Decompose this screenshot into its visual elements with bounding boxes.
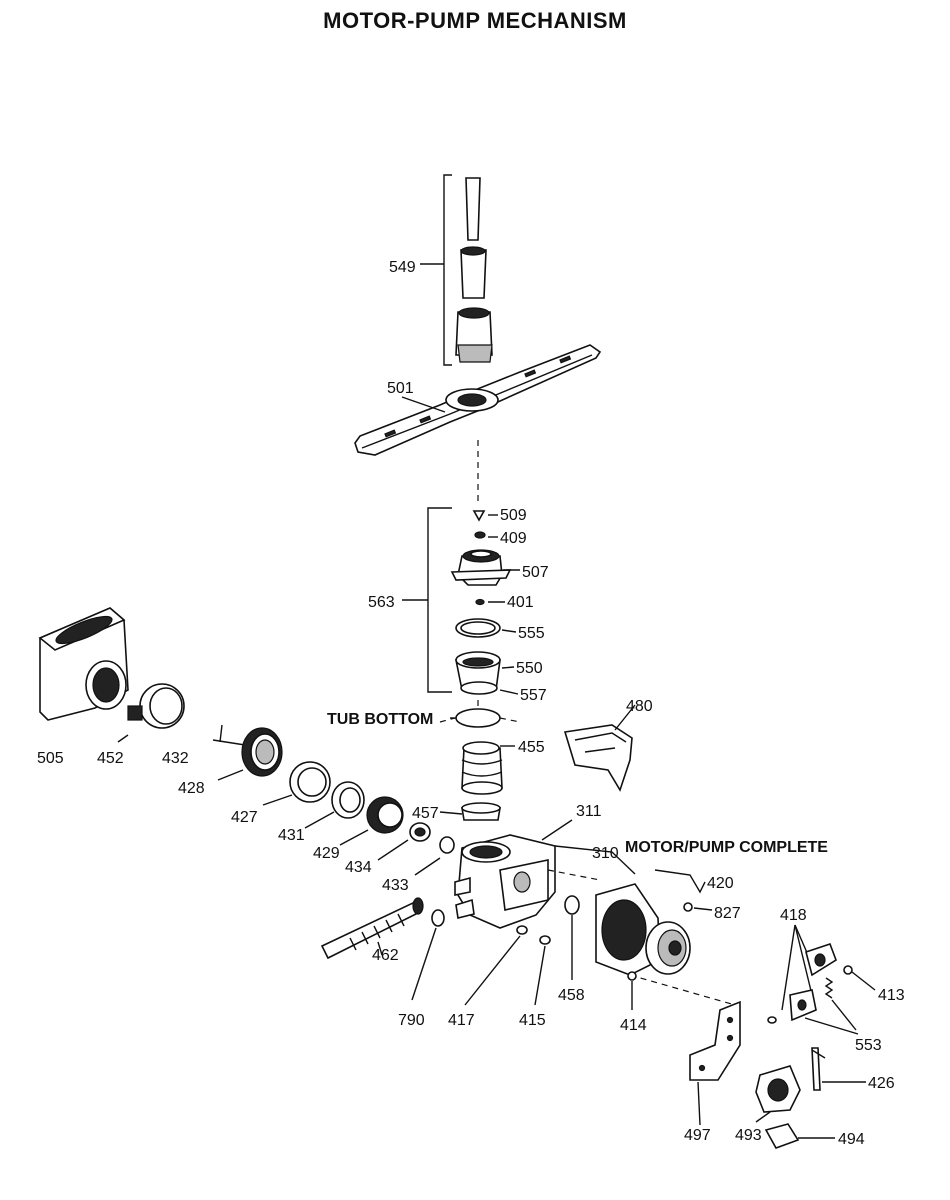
label-428: 428 [178,780,205,797]
part-790-clip [411,909,445,1001]
part-505-housing [38,607,129,721]
part-457-clamp [439,802,501,821]
label-431: 431 [278,827,305,844]
part-434-nut [377,822,431,861]
part-549-spray-tower [420,174,493,366]
label-497: 497 [684,1127,711,1144]
part-433-washer [414,836,455,876]
label-409: 409 [500,530,527,547]
tub-bottom-label: TUB BOTTOM [327,711,433,728]
part-458-seal [564,895,580,980]
label-505: 505 [37,750,64,767]
label-413: 413 [878,987,905,1004]
part-426-pin [811,1047,866,1091]
label-401: 401 [507,594,534,611]
label-557: 557 [520,687,547,704]
motor-pump-complete-label: MOTOR/PUMP COMPLETE [625,839,828,856]
part-827-screw [683,902,713,912]
label-418: 418 [780,907,807,924]
part-420-wire [654,869,706,894]
part-418-bracket [767,924,837,1024]
label-414: 414 [620,1017,647,1034]
label-420: 420 [707,875,734,892]
label-462: 462 [372,947,399,964]
label-790: 790 [398,1012,425,1029]
part-427-ring [262,761,331,806]
label-549: 549 [389,259,416,276]
part-417-washer [464,925,528,1006]
label-432: 432 [162,750,189,767]
part-494-block [764,1123,835,1149]
part-414-screw [627,971,637,1010]
label-452: 452 [97,750,124,767]
part-310-motor [547,845,736,1006]
label-427: 427 [231,809,258,826]
label-311: 311 [576,803,602,820]
label-417: 417 [448,1012,475,1029]
part-493-solenoid [755,1065,801,1123]
label-310: 310 [592,845,619,862]
part-431-ring [304,781,365,829]
part-497-bracket [689,1000,741,1126]
part-415-washer [534,935,551,1006]
part-563-hub-assembly [402,507,520,695]
label-493: 493 [735,1127,762,1144]
label-426: 426 [868,1075,895,1092]
label-507: 507 [522,564,549,581]
label-457: 457 [412,805,439,822]
part-311-pump-housing [454,819,573,929]
label-480: 480 [626,698,653,715]
label-550: 550 [516,660,543,677]
label-415: 415 [519,1012,546,1029]
part-455-coupling [461,741,515,795]
part-413-clip [843,965,876,991]
part-462-worm-shaft [320,897,424,960]
label-494: 494 [838,1131,865,1148]
label-555: 555 [518,625,545,642]
part-428-strainer [212,724,283,781]
label-553: 553 [855,1037,882,1054]
label-563: 563 [368,594,395,611]
label-434: 434 [345,859,372,876]
label-433: 433 [382,877,409,894]
part-429-impeller [339,796,404,846]
label-827: 827 [714,905,741,922]
label-429: 429 [313,845,340,862]
page-title: MOTOR-PUMP MECHANISM [323,8,627,33]
part-480-duct [563,704,636,792]
part-452-clamp [117,683,185,743]
tub-bottom-ring [439,708,521,728]
label-458: 458 [558,987,585,1004]
label-455: 455 [518,739,545,756]
label-501: 501 [387,380,414,397]
label-509: 509 [500,507,527,524]
part-501-spray-arm [354,344,602,456]
part-553-spring [804,977,859,1035]
